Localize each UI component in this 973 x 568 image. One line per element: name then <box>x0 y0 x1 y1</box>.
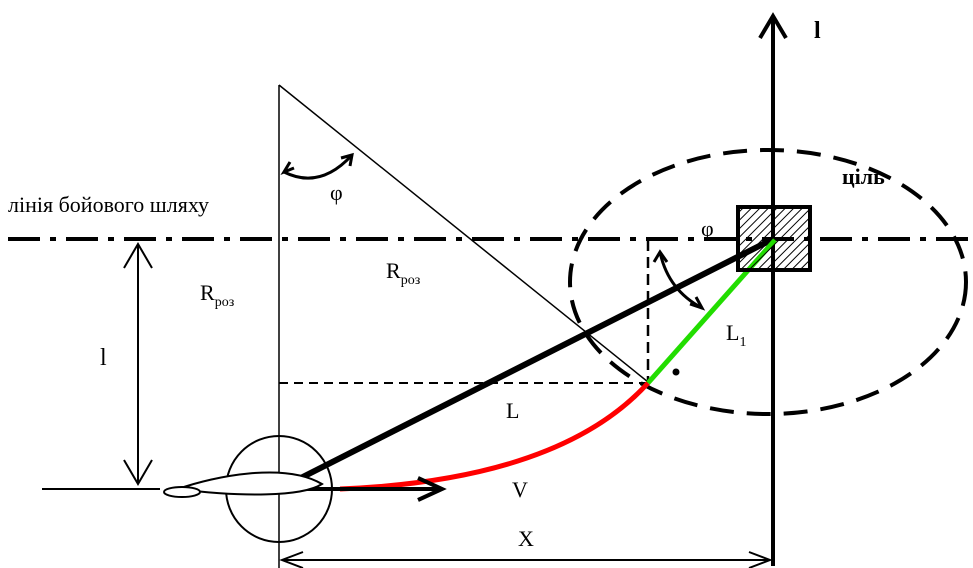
axis-l-label: l <box>814 18 821 44</box>
r-roz-left-label: Rроз <box>200 280 235 310</box>
aircraft-icon <box>177 471 324 496</box>
velocity-arrowhead <box>417 476 447 502</box>
L1-label: L1 <box>726 320 746 350</box>
right-angle-dot <box>672 368 680 376</box>
angle-arc-right-arrow-top <box>652 249 669 263</box>
vertical-axis-arrowhead <box>758 12 788 40</box>
angle-arc-right-arrow-bottom <box>689 296 706 311</box>
angle-arc-top-arrow-right <box>340 152 354 167</box>
angle-arc-top-arrow-left <box>280 161 295 176</box>
distance-x-arrow-left <box>279 551 304 568</box>
r-roz-hypotenuse-label: Rроз <box>386 258 421 288</box>
velocity-label: V <box>512 477 528 502</box>
distance-l-label: l <box>100 345 107 371</box>
target-label: ціль <box>842 164 885 189</box>
distance-x-label: X <box>518 526 534 551</box>
phi-right-label: φ <box>701 216 714 241</box>
aircraft-tail-icon <box>163 486 201 498</box>
line-L <box>277 235 777 492</box>
distance-l-arrow-bottom <box>123 459 153 486</box>
distance-l-arrow-top <box>123 242 153 269</box>
red-path <box>339 381 650 492</box>
distance-x-arrow-right <box>748 551 773 568</box>
phi-top-label: φ <box>330 180 343 205</box>
combat-path-label: лінія бойового шляху <box>8 192 209 217</box>
angle-arc-top <box>283 153 354 180</box>
triangle-hypotenuse <box>278 84 649 383</box>
L-label: L <box>506 398 519 423</box>
target-zone-circle <box>568 148 968 416</box>
target-icon <box>736 205 812 272</box>
